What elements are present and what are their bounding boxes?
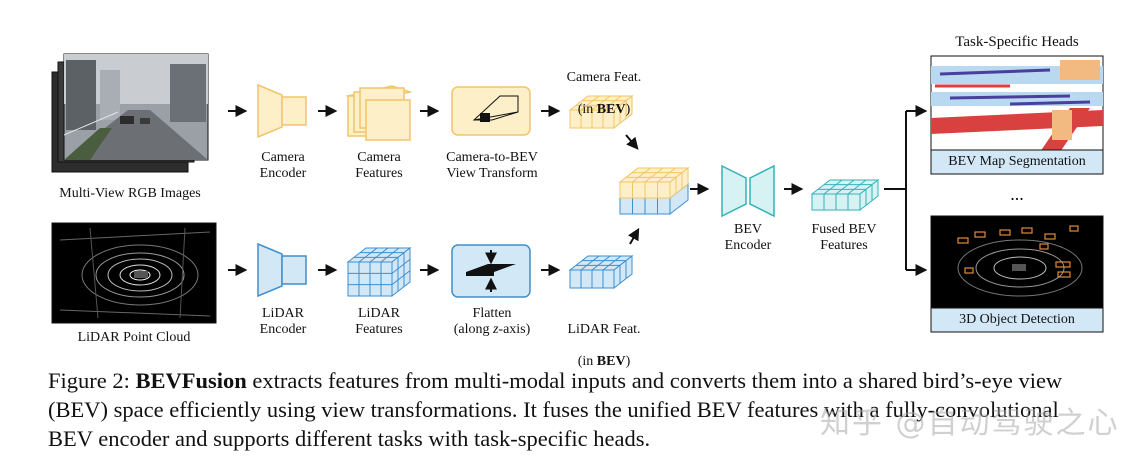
camera-bev-feat-label: Camera Feat. (in BEV): [556, 54, 652, 118]
camera-features-label: Camera Features: [355, 150, 403, 181]
lidar-bev-feat-pre: (in: [577, 354, 597, 369]
camera-bev-grid: [568, 94, 634, 130]
map-segmentation-image: [930, 55, 1104, 175]
det-label: 3D Object Detection: [959, 312, 1075, 327]
lidar-features-grid: [346, 246, 412, 298]
caption-bold: BEVFusion: [135, 368, 247, 393]
lidar-encoder-shape: [257, 242, 307, 298]
camera-encoder-label: Camera Encoder: [259, 150, 307, 181]
camera-bev-feat-line1: Camera Feat.: [566, 70, 642, 85]
lidar-bev-feat-line1: LiDAR Feat.: [567, 322, 641, 337]
fused-features-label: Fused BEV Features: [811, 222, 877, 253]
view-transform-label: Camera-to-BEV View Transform: [446, 150, 538, 181]
camera-features-shape: [345, 85, 413, 141]
heads-arrows: [884, 105, 928, 276]
bev-encoder-shape: [721, 164, 775, 218]
detection-image: [930, 215, 1104, 333]
flatten-label-pre: Flatten (along: [453, 306, 512, 337]
camera-bev-feat-pre: (in: [577, 102, 597, 117]
concatenated-bev-grid: [618, 166, 690, 216]
heads-title: Task-Specific Heads: [955, 34, 1079, 50]
lidar-encoder-label: LiDAR Encoder: [259, 306, 307, 337]
caption-prefix: Figure 2:: [48, 368, 136, 393]
flatten-label-post: -axis): [498, 322, 531, 337]
flatten-label-italic: z: [492, 322, 499, 337]
camera-images-stack: [51, 53, 209, 173]
fused-bev-grid: [810, 178, 880, 212]
lidar-features-label: LiDAR Features: [355, 306, 403, 337]
flatten-box: [451, 244, 531, 298]
lidar-bev-feat-label: LiDAR Feat. (in BEV): [556, 306, 652, 370]
camera-bev-feat-bold: BEV: [596, 102, 626, 117]
caption-text: extracts features from multi-modal input…: [48, 368, 1063, 451]
fusion-arrows: [625, 134, 640, 245]
view-transform-box: [451, 86, 531, 136]
camera-bev-feat-post: ): [625, 102, 631, 117]
watermark: 知乎 @自动驾驶之心: [820, 406, 1120, 441]
lidar-bev-grid: [568, 254, 634, 290]
bevfusion-diagram: [51, 53, 1104, 333]
bev-encoder-label: BEV Encoder: [724, 222, 772, 253]
lidar-bev-feat-post: ): [625, 354, 631, 369]
lidar-point-cloud-image: [51, 222, 217, 324]
map-seg-label-box: [930, 149, 1104, 175]
det-label-box: [930, 307, 1104, 333]
lidar-bev-feat-bold: BEV: [596, 354, 626, 369]
map-seg-label: BEV Map Segmentation: [948, 154, 1086, 169]
lidar-cloud-label: LiDAR Point Cloud: [77, 330, 191, 345]
camera-encoder-shape: [257, 83, 307, 139]
figure-caption: Figure 2: BEVFusion extracts features fr…: [48, 366, 1108, 453]
camera-images-label: Multi-View RGB Images: [59, 186, 201, 201]
heads-ellipsis: ...: [1010, 184, 1024, 204]
flatten-label: Flatten (along z-axis): [436, 306, 548, 338]
